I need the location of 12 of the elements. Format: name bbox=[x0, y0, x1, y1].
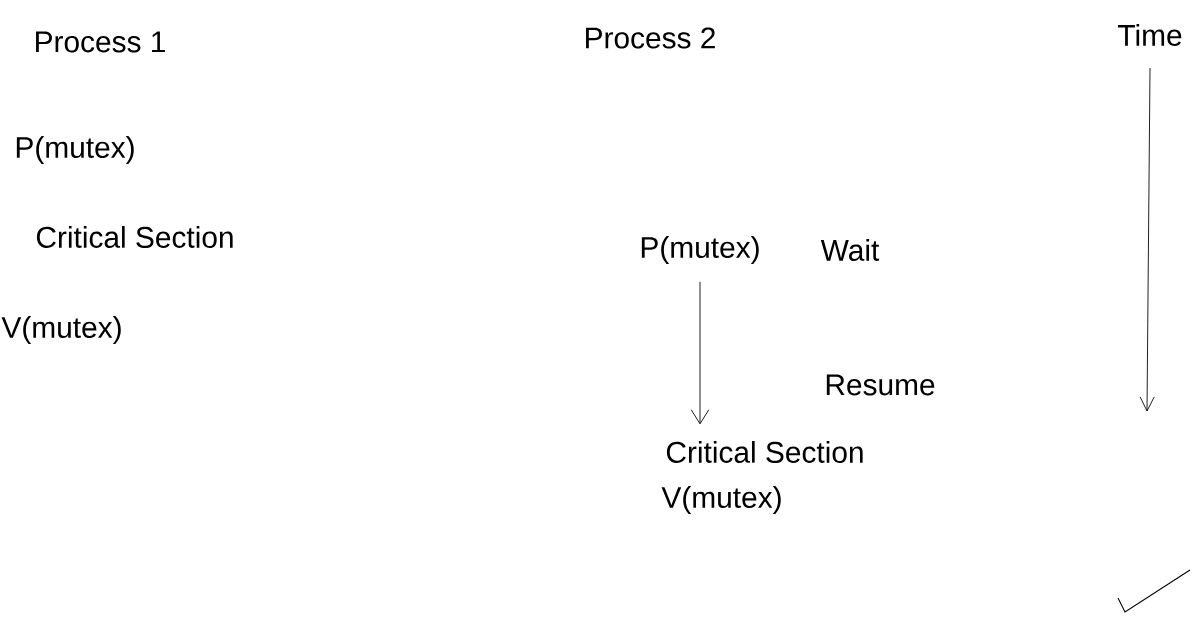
text-label: V(mutex) bbox=[661, 486, 781, 514]
text-label: Process 1 bbox=[36, 31, 165, 53]
step-text: P(mutex) bbox=[641, 236, 759, 264]
arrow bbox=[690, 409, 710, 425]
text-label: Time bbox=[1118, 24, 1182, 46]
text-label: P(mutex) bbox=[16, 136, 134, 164]
text-label: Wait bbox=[820, 239, 880, 261]
text-label: Critical Section bbox=[36, 226, 233, 248]
step-text: Critical Section bbox=[666, 441, 863, 463]
text-label: Resume bbox=[826, 374, 935, 396]
text-label: V(mutex) bbox=[1, 316, 121, 344]
text-label: Process 2 bbox=[586, 27, 715, 49]
